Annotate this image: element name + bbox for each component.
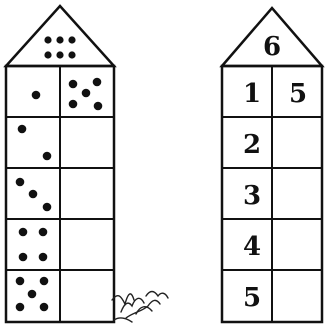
dot xyxy=(19,228,28,237)
dot xyxy=(39,253,48,262)
roof-dot xyxy=(68,51,75,58)
dot xyxy=(16,303,25,312)
left-row-5-left-dots xyxy=(16,277,49,312)
left-house xyxy=(6,6,114,322)
dot xyxy=(94,102,103,111)
roof-dot xyxy=(44,36,51,43)
right-house: 6 1 5 2 3 4 5 xyxy=(222,8,322,322)
dot xyxy=(43,203,52,212)
roof-dot xyxy=(56,36,63,43)
right-row-3-left: 3 xyxy=(243,181,261,211)
dot xyxy=(29,190,38,199)
right-row-2-left: 2 xyxy=(243,130,261,160)
roof-dot xyxy=(68,36,75,43)
dot xyxy=(16,277,25,286)
left-row-2-left-dots xyxy=(18,125,52,161)
roof-dot xyxy=(44,51,51,58)
dot xyxy=(69,80,78,89)
dot xyxy=(19,253,28,262)
right-row-1-left: 1 xyxy=(243,79,261,109)
roof-dot xyxy=(56,51,63,58)
right-row-4-left: 4 xyxy=(243,232,261,262)
left-row-1-right-dots xyxy=(69,78,103,111)
right-row-1-right: 5 xyxy=(289,79,307,109)
dot xyxy=(69,100,78,109)
dot xyxy=(39,228,48,237)
dot xyxy=(32,91,41,100)
left-row-4-left-dots xyxy=(19,228,48,262)
dot xyxy=(18,125,27,134)
right-roof-number: 6 xyxy=(263,32,281,62)
dot xyxy=(28,290,37,299)
grass-doodle xyxy=(112,292,168,323)
dot xyxy=(93,78,102,87)
dot xyxy=(43,152,52,161)
right-row-5-left: 5 xyxy=(243,283,261,313)
left-roof-dots xyxy=(44,36,75,58)
dot xyxy=(16,178,25,187)
dot xyxy=(40,277,49,286)
left-row-3-left-dots xyxy=(16,178,52,212)
dot xyxy=(82,89,91,98)
dot xyxy=(40,303,49,312)
left-row-1-left-dots xyxy=(32,91,41,100)
